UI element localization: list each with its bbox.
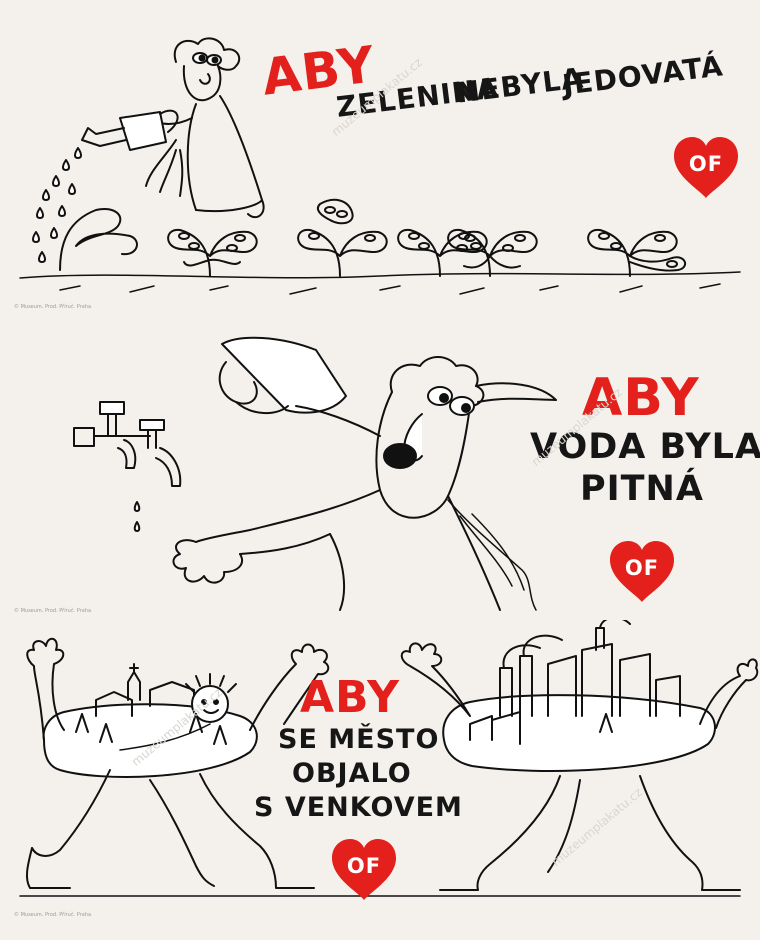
aby-heading: ABY — [582, 368, 700, 428]
of-heart-logo: OF — [608, 540, 676, 604]
soil-line — [19, 271, 741, 295]
village-figure — [25, 637, 330, 889]
copyright-note: © Museum, Prod. Příruč. Praha — [14, 608, 92, 614]
panel-town-country: ABY SE MĚSTO OBJALO S VENKOVEM OF © Muse… — [0, 620, 760, 940]
slogan-line: VODA BYLA — [530, 427, 760, 467]
watering-can — [119, 111, 167, 151]
slogan-line: S VENKOVEM — [254, 792, 463, 823]
heart-icon — [674, 137, 738, 198]
of-heart-logo: OF — [672, 136, 740, 200]
gardener-face — [182, 65, 222, 102]
gardener-hair — [173, 37, 241, 71]
copyright-note: © Museum, Prod. Příruč. Praha — [14, 304, 92, 310]
of-label: OF — [624, 556, 660, 580]
aby-heading: ABY — [300, 672, 401, 723]
faucet-icon — [73, 401, 182, 532]
slogan-line: PITNÁ — [580, 469, 704, 509]
of-label: OF — [346, 854, 382, 878]
of-heart-logo: OF — [330, 838, 398, 902]
town-country-illustration — [19, 620, 759, 897]
gardener-illustration — [19, 37, 741, 295]
slogan-line: OBJALO — [292, 758, 412, 789]
heart-icon — [610, 541, 674, 602]
spotted-plants — [167, 198, 687, 277]
panel-vegetables: ABY ZELENINA NEBYLA JEDOVATÁ OF © Museum… — [0, 0, 760, 310]
drinker-illustration — [73, 336, 557, 611]
panel-water: ABY VODA BYLA PITNÁ OF © Museum, Prod. P… — [0, 310, 760, 620]
city-figure — [400, 620, 759, 891]
slogan-line: SE MĚSTO — [278, 724, 440, 755]
water-drops — [32, 147, 82, 263]
of-label: OF — [688, 152, 724, 176]
heart-icon — [332, 839, 396, 900]
copyright-note: © Museum, Prod. Příruč. Praha — [14, 912, 92, 918]
glass — [221, 336, 347, 414]
